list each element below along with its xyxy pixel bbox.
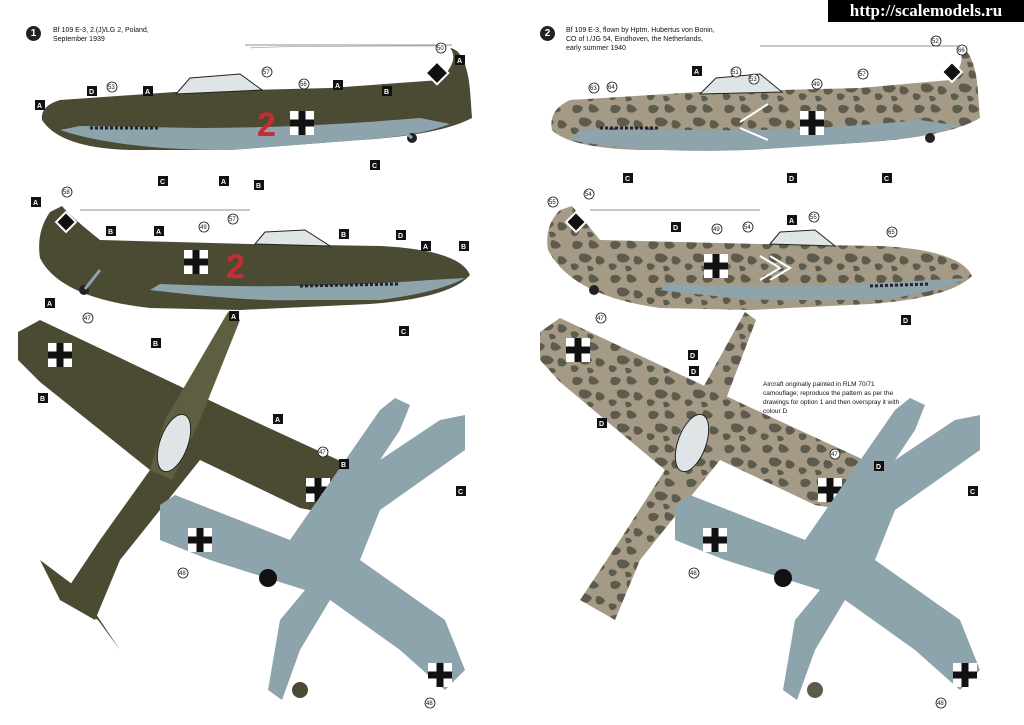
option-1-top-view — [18, 312, 362, 650]
option-1-left-profile: 2 — [41, 44, 473, 150]
svg-text:A: A — [694, 69, 699, 76]
svg-text:47: 47 — [831, 452, 838, 458]
svg-text:A: A — [457, 58, 462, 65]
svg-text:C: C — [160, 179, 165, 186]
decal-callouts: 50 57 56 53 58 49 57 47 47 48 48 52 66 5… — [61, 35, 968, 709]
svg-text:D: D — [903, 318, 908, 325]
option-1-badge: 1 — [26, 26, 41, 41]
option-1-caption: Bf 109 E-3, 2.(J)/LG 2, Poland, Septembe… — [53, 26, 149, 44]
color-key-label: D — [89, 89, 94, 96]
callout-number: 50 — [437, 46, 444, 52]
color-key-label: A — [37, 103, 42, 110]
svg-text:C: C — [458, 489, 463, 496]
svg-text:57: 57 — [229, 217, 236, 223]
caption-line: early summer 1940 — [566, 45, 626, 52]
svg-text:B: B — [40, 396, 45, 403]
svg-text:48: 48 — [426, 701, 433, 707]
caption-line: Bf 109 E-3, 2.(J)/LG 2, Poland, — [53, 27, 149, 34]
svg-text:49: 49 — [713, 227, 720, 233]
svg-text:A: A — [275, 417, 280, 424]
svg-text:C: C — [884, 176, 889, 183]
svg-text:A: A — [47, 301, 52, 308]
callout-number: 58 — [63, 190, 70, 196]
svg-text:2: 2 — [226, 248, 245, 286]
option-1-bottom-view — [160, 398, 465, 700]
svg-text:D: D — [691, 369, 696, 376]
color-key-markers: A A A A B D C C A B A B A B D A B C A B … — [31, 55, 978, 496]
caption-line: CO of I./JG 54, Eindhoven, the Netherlan… — [566, 36, 703, 43]
callout-number: 63 — [590, 86, 597, 92]
svg-text:D: D — [599, 421, 604, 428]
svg-text:A: A — [156, 229, 161, 236]
svg-text:47: 47 — [597, 316, 604, 322]
callout-number: 57 — [263, 70, 270, 76]
svg-text:B: B — [153, 341, 158, 348]
option-2-left-profile — [551, 45, 980, 151]
svg-text:48: 48 — [937, 701, 944, 707]
svg-text:B: B — [256, 183, 261, 190]
svg-text:54: 54 — [744, 225, 751, 231]
svg-text:A: A — [423, 244, 428, 251]
option-2-badge: 2 — [540, 26, 555, 41]
svg-text:B: B — [461, 244, 466, 251]
color-key-label: B — [384, 89, 389, 96]
callout-number: 48 — [179, 571, 186, 577]
callout-number: 47 — [84, 316, 91, 322]
callout-number: 51 — [732, 70, 739, 76]
svg-text:57: 57 — [859, 72, 866, 78]
svg-text:C: C — [625, 176, 630, 183]
callout-number: 65 — [888, 230, 895, 236]
callout-number: 55 — [810, 215, 817, 221]
caption-line: September 1939 — [53, 36, 105, 43]
option-2-caption: Bf 109 E-3, flown by Hptm. Hubertus von … — [566, 26, 715, 53]
svg-text:D: D — [398, 233, 403, 240]
callout-number: 52 — [932, 39, 939, 45]
svg-text:B: B — [108, 229, 113, 236]
svg-text:53: 53 — [750, 77, 757, 83]
callout-number: 54 — [585, 192, 592, 198]
svg-text:A: A — [145, 89, 150, 96]
svg-text:49: 49 — [813, 82, 820, 88]
svg-text:C: C — [970, 489, 975, 496]
svg-text:D: D — [673, 225, 678, 232]
callout-number: 53 — [108, 85, 115, 91]
svg-text:A: A — [335, 83, 340, 90]
callout-number: 56 — [300, 82, 307, 88]
option-1-right-profile: 2 — [39, 206, 470, 310]
svg-text:A: A — [33, 200, 38, 207]
svg-text:D: D — [690, 353, 695, 360]
fuselage-code: 2 — [257, 106, 276, 144]
option-2-top-view — [540, 312, 878, 620]
color-key-label: C — [372, 163, 377, 170]
option-2-right-profile — [547, 206, 972, 310]
option-2-note: Aircraft originally painted in RLM 70/71… — [763, 381, 900, 415]
svg-text:D: D — [876, 464, 881, 471]
callout-number: 66 — [958, 48, 965, 54]
site-banner[interactable]: http://scalemodels.ru — [828, 0, 1024, 22]
svg-text:48: 48 — [690, 571, 697, 577]
option-2-bottom-view — [675, 398, 980, 700]
svg-text:C: C — [401, 329, 406, 336]
callout-number: 49 — [200, 225, 207, 231]
callout-number: 64 — [608, 85, 615, 91]
svg-text:A: A — [231, 314, 236, 321]
svg-text:A: A — [789, 218, 794, 225]
svg-text:A: A — [221, 179, 226, 186]
svg-text:47: 47 — [319, 450, 326, 456]
svg-text:B: B — [341, 232, 346, 239]
svg-text:55: 55 — [549, 200, 556, 206]
caption-line: Bf 109 E-3, flown by Hptm. Hubertus von … — [566, 27, 715, 34]
svg-text:D: D — [789, 176, 794, 183]
svg-text:B: B — [341, 462, 346, 469]
